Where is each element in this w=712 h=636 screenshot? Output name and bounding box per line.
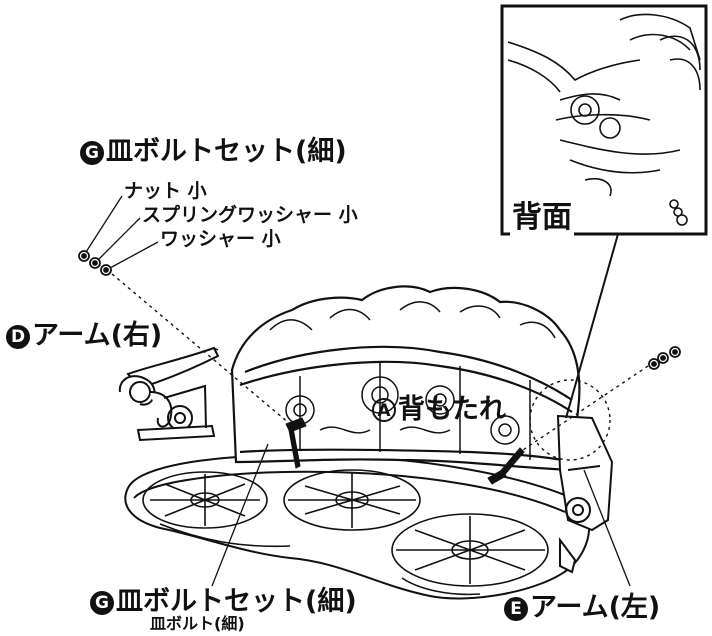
spring-washer-small-label: スプリングワッシャー 小: [142, 204, 358, 226]
marker-e: E: [504, 597, 528, 621]
hardware-left: [78, 250, 112, 276]
backrest-text: 背もたれ: [398, 394, 506, 425]
assembly-guides: [111, 115, 677, 461]
arm-right: [118, 346, 220, 442]
seat-rosettes: [142, 469, 549, 596]
leader-lines: [85, 195, 631, 587]
marker-g-bottom: G: [90, 591, 114, 615]
marker-a: A: [372, 398, 396, 422]
flat-bolt-label: 皿ボルト(細): [150, 614, 245, 633]
nut-small-label: ナット 小: [124, 180, 207, 202]
bolt-set-text-bottom: 皿ボルトセット(細): [116, 586, 357, 617]
hardware-right: [648, 346, 681, 370]
flat-bolts: [285, 417, 525, 485]
backrest-ornament: [269, 301, 556, 460]
washer-small-label: ワッシャー 小: [160, 228, 281, 250]
backrest-frame: [230, 285, 581, 472]
marker-d: D: [6, 325, 30, 349]
arm-right-text: アーム(右): [32, 320, 163, 351]
back-view-label: 背面: [510, 192, 574, 236]
marker-g-top: G: [80, 141, 104, 165]
bolt-set-text-top: 皿ボルトセット(細): [106, 136, 347, 167]
arm-left-text: アーム(左): [530, 592, 661, 623]
